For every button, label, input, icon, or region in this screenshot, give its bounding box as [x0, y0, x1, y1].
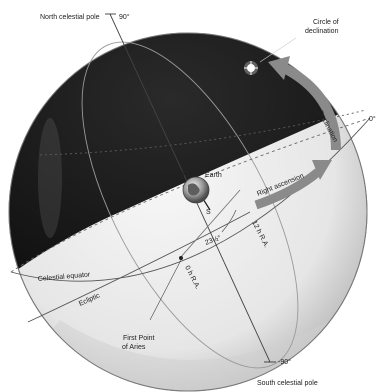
north-label: N — [180, 170, 185, 177]
circle-of-declination-label-1: Circle of — [313, 19, 339, 26]
earth-label: Earth — [205, 172, 222, 179]
hour-circle — [81, 41, 299, 369]
dec-minus-90-label: -90° — [278, 358, 291, 366]
circle-of-declination-label-2: declination — [305, 28, 339, 35]
zero-degree-label: 0° — [369, 115, 376, 123]
equinox-line — [179, 189, 241, 259]
first-point-label-1: First Point — [123, 335, 155, 342]
celestial-equator-label: Celestial equator — [38, 271, 92, 283]
celestial-equator-back — [10, 117, 371, 273]
first-point-of-aries-dot — [179, 256, 183, 260]
south-celestial-pole-label: South celestial pole — [257, 380, 318, 387]
declination-arrow — [268, 56, 341, 151]
first-point-leader — [149, 259, 182, 321]
ecliptic-line — [27, 211, 251, 323]
sphere-highlight — [38, 118, 62, 238]
circle-of-declination-leader — [259, 37, 297, 63]
first-point-label-2: of Aries — [122, 344, 146, 351]
dec-90-label: 90° — [119, 13, 130, 21]
earth-icon — [182, 169, 211, 211]
north-celestial-pole-label: North celestial pole — [40, 14, 100, 21]
star-icon — [244, 61, 258, 75]
obliquity-arc — [221, 209, 237, 233]
south-label: S — [206, 209, 211, 216]
right-ascension-arrow — [254, 160, 332, 210]
